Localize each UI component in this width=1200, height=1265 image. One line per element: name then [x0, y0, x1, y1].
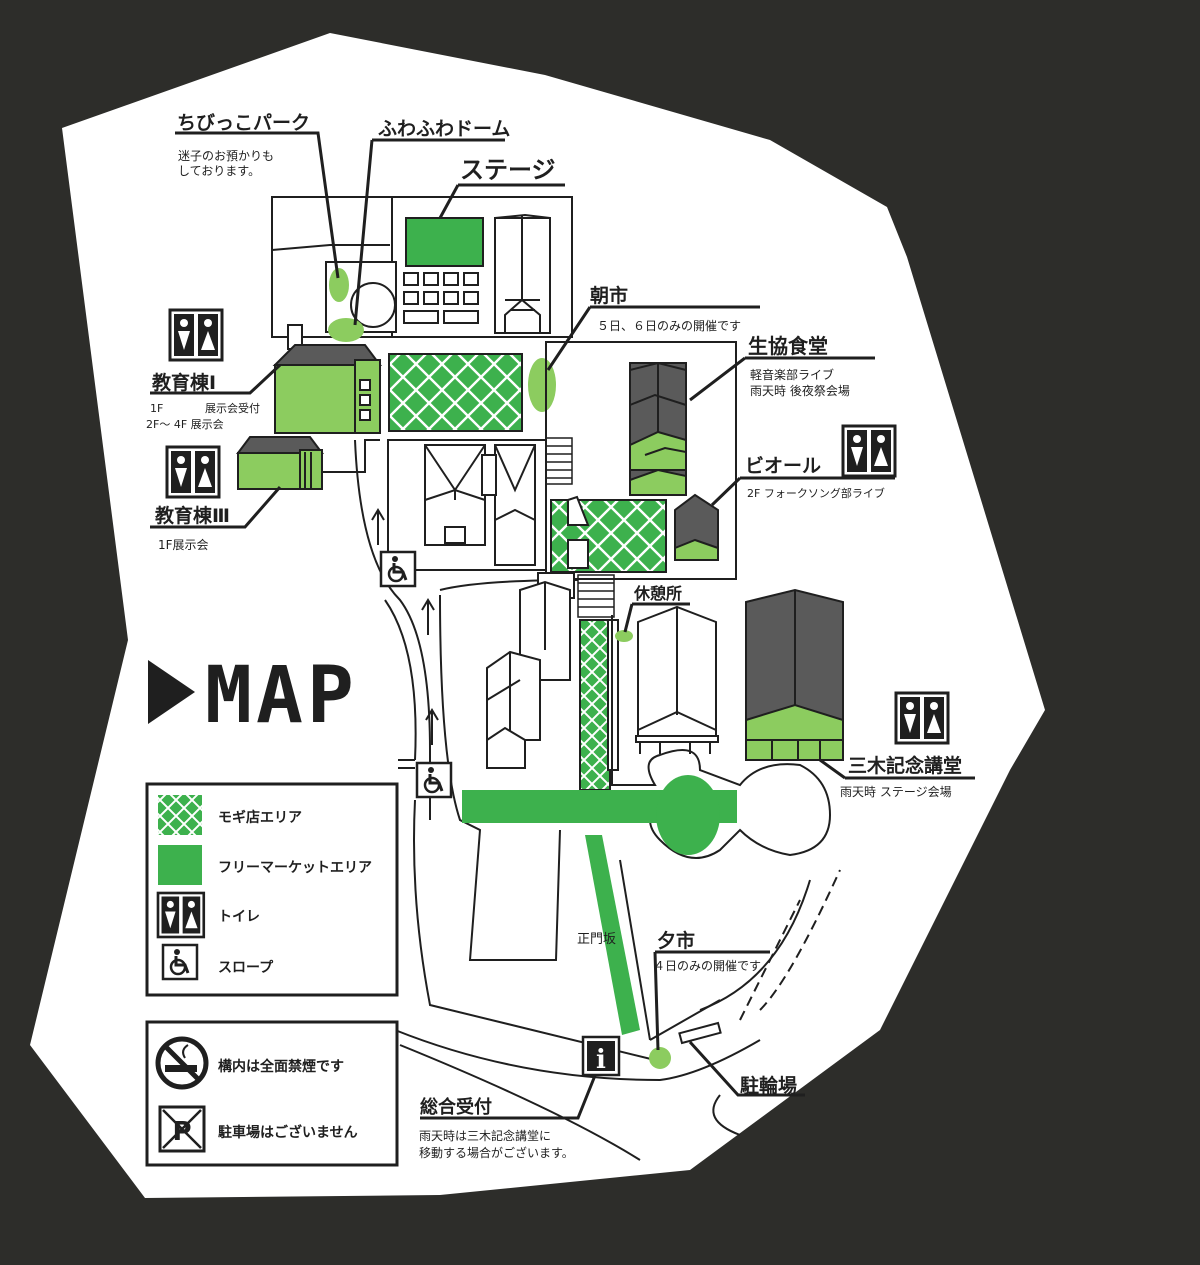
- notices: 構内は全面禁煙です P 駐車場はございません: [145, 1020, 399, 1167]
- miki-kinen-note: 雨天時 ステージ会場: [840, 785, 952, 799]
- sogo-uketsuke-note: 雨天時は三木記念講堂に: [419, 1128, 551, 1143]
- wheelchair-icon: [161, 943, 199, 981]
- restroom-icon: [165, 445, 221, 499]
- notice-label: 構内は全面禁煙です: [218, 1058, 344, 1075]
- sogo-uketsuke-note: 移動する場合がございます。: [419, 1145, 574, 1160]
- bioru-note: 2F フォークソング部ライブ: [747, 486, 885, 500]
- yuichi-spot: [649, 1047, 671, 1069]
- no-smoking-icon: [155, 1036, 209, 1090]
- asaichi-title: 朝市: [590, 284, 628, 307]
- hatched-green-swatch: [158, 795, 202, 835]
- svg-text:i: i: [596, 1045, 606, 1075]
- kyoiku-1-floor: 1F: [150, 402, 163, 415]
- seimonzaka-strip: [585, 835, 640, 1035]
- wheelchair-icon: [415, 761, 453, 799]
- map-heading: MAP: [148, 651, 358, 741]
- restroom-icon: [156, 891, 206, 939]
- restroom-icon: [894, 691, 950, 745]
- legend: モギ店エリア フリーマーケットエリア トイレ スロープ: [145, 782, 399, 997]
- asaichi-spot: [528, 358, 556, 412]
- bioru-building: [674, 493, 719, 561]
- play-triangle-icon: [148, 660, 195, 724]
- stage-title: ステージ: [460, 156, 556, 184]
- svg-text:P: P: [172, 1117, 191, 1147]
- asaichi-note: ５日、６日のみの開催です: [597, 319, 741, 333]
- kyukeijo-building: [635, 605, 719, 754]
- sogo-uketsuke-title: 総合受付: [420, 1096, 492, 1118]
- seikyo-shokudo-title: 生協食堂: [748, 334, 828, 358]
- miki-kinen-title: 三木記念講堂: [848, 754, 962, 777]
- miki-kinen-building: [745, 588, 844, 761]
- kyukeijo-title: 休憩所: [633, 584, 682, 603]
- green-swatch: [158, 845, 202, 885]
- chibikko-park-note: 迷子のお預かりも: [178, 149, 274, 163]
- fuwafuwa-dome-spot: [328, 318, 364, 342]
- kyoiku-1-note: 2F～ 4F 展示会: [146, 418, 224, 431]
- notice-label: 駐車場はございません: [218, 1124, 358, 1141]
- mogi-area-walkway: [579, 619, 611, 791]
- chibikko-park-spot: [329, 268, 349, 302]
- no-parking-icon: P: [158, 1105, 206, 1153]
- walk-arrows: [371, 508, 439, 745]
- restroom-icon: [168, 308, 224, 362]
- seikyo-shokudo-note: 軽音楽部ライブ: [750, 367, 834, 382]
- steps: [545, 437, 615, 618]
- churinjo-title: 駐輪場: [740, 1074, 797, 1097]
- kyoiku-1-building: [272, 344, 382, 434]
- yuichi-note: ４日のみの開催です: [653, 959, 761, 973]
- yuichi-title: 夕市: [657, 929, 695, 952]
- legend-label: モギ店エリア: [218, 809, 302, 826]
- seimonzaka-label: 正門坂: [577, 932, 616, 947]
- central-block: [387, 439, 547, 571]
- road-lines: [354, 439, 811, 1161]
- bicycle-parking: [678, 1021, 722, 1045]
- restroom-icon: [841, 424, 897, 478]
- kyoiku-1-note: 展示会受付: [205, 402, 260, 415]
- stage-area: [405, 217, 484, 267]
- bioru-title: ビオール: [745, 455, 821, 477]
- fuwafuwa-dome-title: ふわふわドーム: [378, 118, 510, 140]
- kyoiku-3-title: 教育棟Ⅲ: [155, 504, 230, 527]
- legend-label: フリーマーケットエリア: [218, 860, 372, 876]
- stage-seating: [403, 272, 479, 324]
- west-hall: [486, 572, 575, 769]
- kyoiku-3-note: 1F展示会: [158, 538, 209, 552]
- kyukeijo-spot: [615, 630, 633, 642]
- seikyo-shokudo-note: 雨天時 後夜祭会場: [750, 383, 850, 398]
- flea-market-circle: [656, 775, 720, 855]
- wheelchair-icon: [379, 550, 417, 588]
- chibikko-park-note: しております。: [178, 164, 260, 178]
- info-icon: i: [581, 1035, 621, 1077]
- svg-text:MAP: MAP: [205, 651, 358, 741]
- kyoiku-3-building: [236, 436, 324, 490]
- seikyo-shokudo-building: [629, 361, 687, 496]
- legend-label: スロープ: [218, 960, 274, 976]
- kyoiku-1-title: 教育棟Ⅰ: [152, 371, 216, 394]
- legend-label: トイレ: [218, 909, 260, 925]
- mogi-area-central: [388, 353, 523, 432]
- leader-lines: [150, 131, 975, 1120]
- chibikko-park-title: ちびっこパーク: [177, 112, 310, 134]
